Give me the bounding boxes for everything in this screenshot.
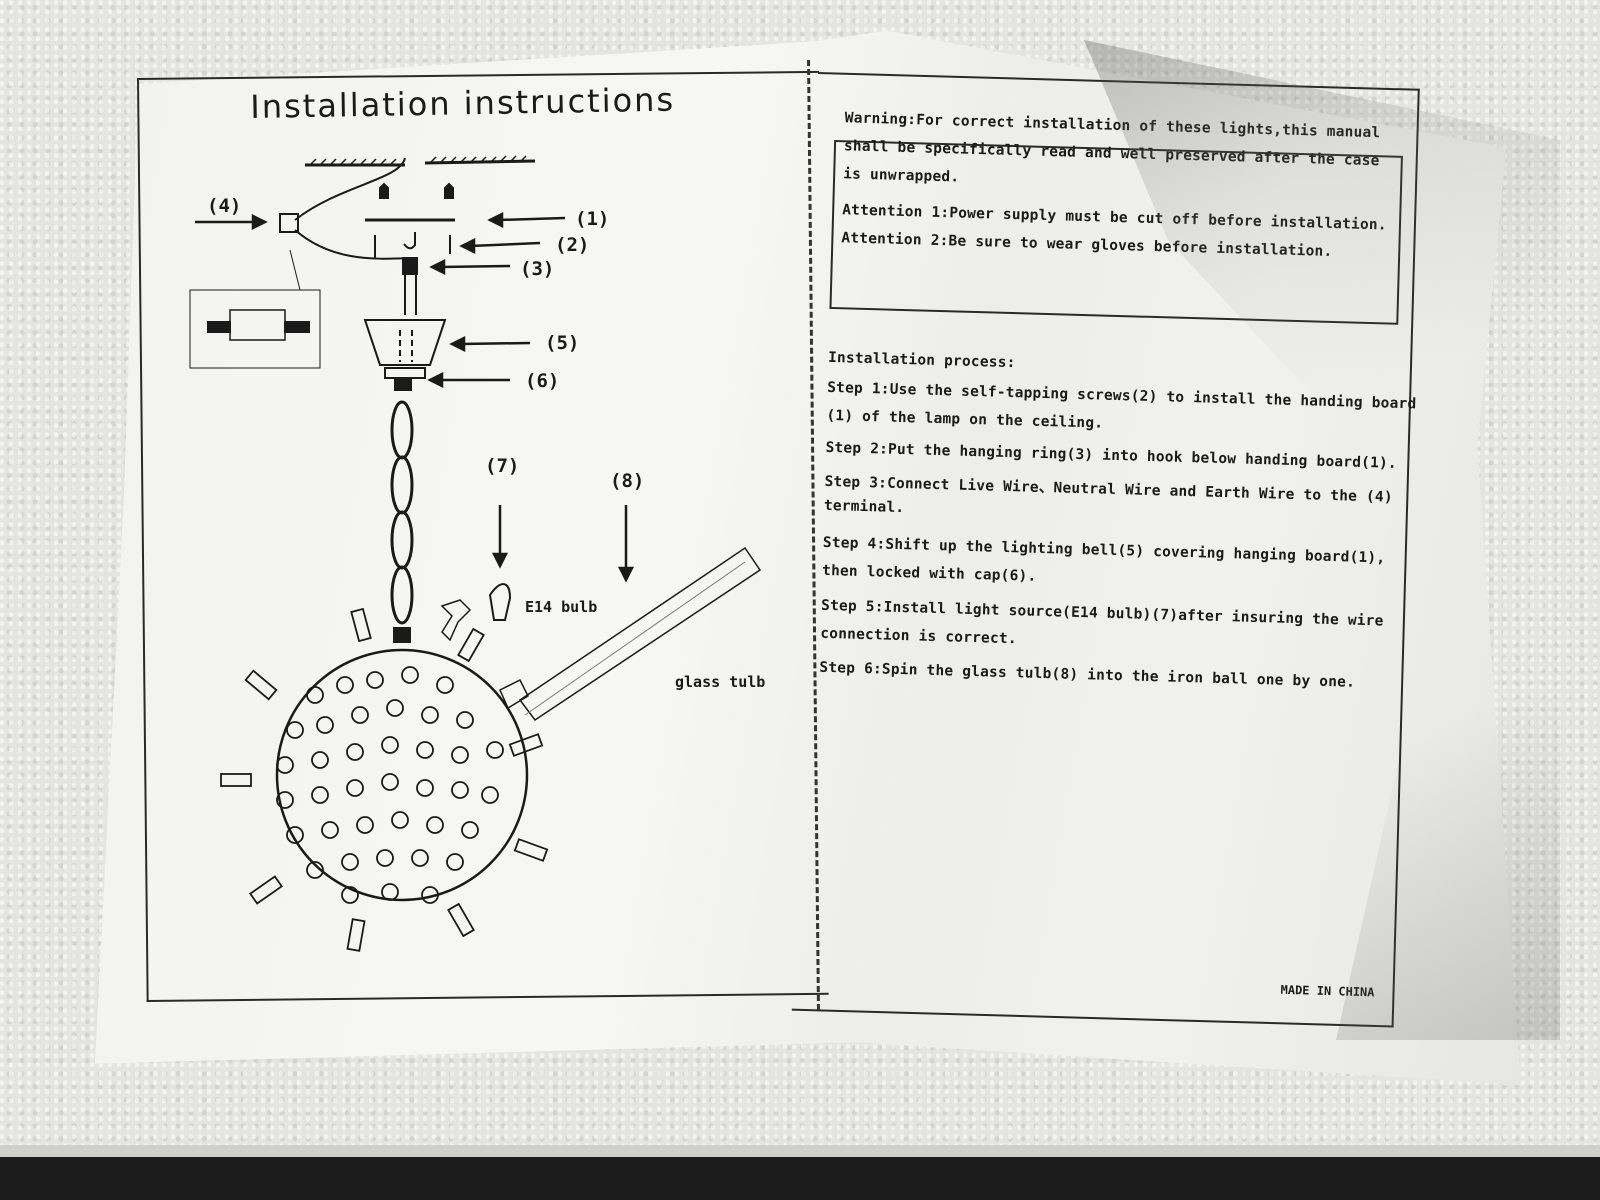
process-line: Step 3:Connect Live Wire、Neutral Wire an… [824, 473, 1393, 506]
process-line: terminal. [823, 497, 905, 517]
process-line: Step 2:Put the hanging ring(3) into hook… [825, 439, 1398, 472]
callout-2: (2) [555, 234, 590, 256]
warning-line: is unwrapped. [842, 166, 960, 186]
process-line: (1) of the lamp on the ceiling. [826, 407, 1104, 432]
page-title: Installation instructions [250, 80, 676, 126]
callout-5: (5) [545, 332, 580, 354]
process-line: Step 1:Use the self-tapping screws(2) to… [827, 379, 1417, 413]
callout-arrows [195, 211, 635, 583]
process-line: then locked with cap(6). [821, 562, 1037, 585]
callout-6: (6) [525, 370, 560, 392]
iron-ball-icon [275, 648, 529, 902]
e14-bulb-icon [488, 583, 512, 621]
ceiling-icon [305, 155, 536, 167]
glass-tube-label: glass tulb [675, 673, 766, 691]
callout-8: (8) [610, 470, 645, 492]
process-line: Step 5:Install light source(E14 bulb)(7)… [820, 597, 1384, 630]
chain-icon [390, 400, 414, 625]
instruction-sheet [95, 30, 1521, 1085]
made-in-label: MADE IN CHINA [1280, 982, 1375, 1000]
lighting-bell-icon [363, 319, 447, 366]
terminal-block-icon [279, 213, 299, 233]
cap-icon [384, 367, 426, 379]
callout-1: (1) [575, 208, 610, 230]
e14-bulb-label: E14 bulb [525, 598, 598, 616]
process-line: connection is correct. [820, 625, 1017, 648]
callout-3: (3) [520, 258, 555, 280]
table-edge [0, 1145, 1600, 1200]
callout-4: (4) [207, 195, 242, 217]
process-line: Step 6:Spin the glass tulb(8) into the i… [819, 659, 1356, 691]
lamp-diagram-svg [189, 155, 762, 952]
callout-7: (7) [485, 455, 520, 477]
process-line: Step 4:Shift up the lighting bell(5) cov… [822, 534, 1386, 567]
installation-diagram: (4) (1) (2) (3) (5) (6) (7) (8) E14 bulb… [180, 140, 780, 970]
tube-stubs-icon [220, 607, 549, 952]
process-heading: Installation process: [827, 349, 1016, 372]
instructions-panel: Warning:For correct installation of thes… [810, 110, 1434, 1006]
glass-tube-icon [518, 546, 762, 722]
